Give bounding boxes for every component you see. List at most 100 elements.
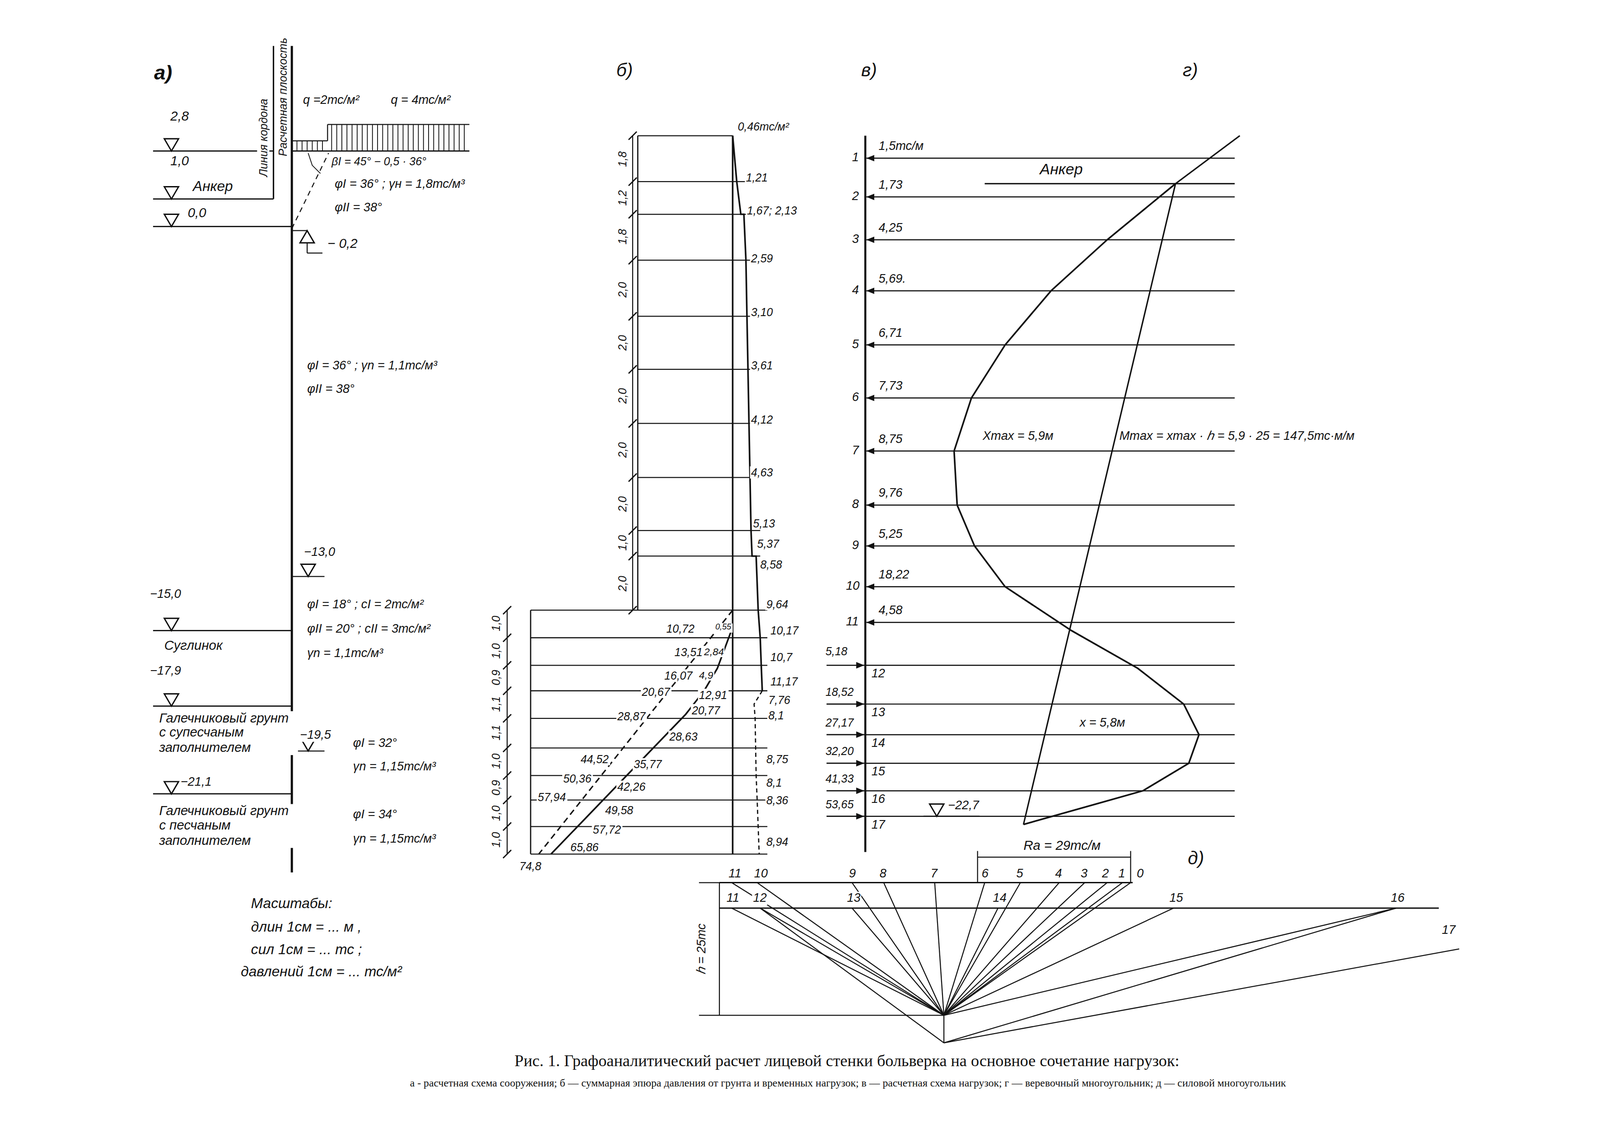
drawing-label: 0 xyxy=(1135,867,1145,882)
drawing-label: 1,73 xyxy=(877,178,904,192)
load-arrow xyxy=(453,124,455,152)
drawing-label: Расчетная плоскость xyxy=(276,36,289,158)
drawing-label: а - расчетная схема сооружения; б — сумм… xyxy=(387,1077,1309,1090)
load-arrow xyxy=(463,124,465,152)
drawing-label: 32,20 xyxy=(824,745,855,758)
dimension-tick xyxy=(503,633,512,642)
grid-line xyxy=(637,135,733,136)
load-arrow xyxy=(387,124,389,152)
dimension-tick xyxy=(628,365,637,374)
drawing-label: 6 xyxy=(980,867,990,882)
drawing-label: 12 xyxy=(870,667,887,682)
grid-line xyxy=(637,476,761,478)
drawing-label: 12 xyxy=(751,891,768,906)
drawing-label: 8,1 xyxy=(767,709,785,722)
grid-line xyxy=(637,555,761,557)
level-line xyxy=(291,230,308,232)
dimension-tick xyxy=(628,177,637,186)
drawing-label: 3 xyxy=(851,232,861,247)
force-ray xyxy=(943,908,1174,1016)
load-arrow xyxy=(296,140,298,152)
drawing-label: −13,0 xyxy=(303,545,336,560)
load-arrow xyxy=(356,124,358,152)
dimension-tick xyxy=(628,209,637,219)
dimension-tick xyxy=(628,473,637,482)
drawing-label: 7,73 xyxy=(877,379,904,394)
load-arrow xyxy=(428,124,430,152)
drawing-label: 1,0 xyxy=(169,153,190,169)
drawing-label: 5 xyxy=(1015,867,1025,882)
drawing-label: −17,9 xyxy=(149,664,182,678)
force-ray xyxy=(934,882,944,1016)
drawing-label: Анкер xyxy=(191,178,234,195)
drawing-label: 1,0 xyxy=(616,534,629,552)
drawing-label: Ra = 29тс/м xyxy=(1022,838,1102,854)
drawing-label: Галечниковый грунт с песчаным заполнител… xyxy=(158,804,299,849)
load-arrow xyxy=(341,124,343,152)
load-arrow xyxy=(331,124,332,152)
dimension-line xyxy=(506,610,508,854)
drawing-label: 16 xyxy=(870,793,887,807)
grid-line xyxy=(637,423,761,425)
load-arrow xyxy=(402,124,404,152)
force-ray xyxy=(760,908,944,1043)
dimension-tick xyxy=(628,606,637,615)
load-arrow xyxy=(412,124,414,152)
drawing-label: 1,0 xyxy=(489,642,503,660)
level-mark xyxy=(164,618,179,631)
drawing-label: x = 5,8м xyxy=(1078,716,1126,730)
dimension-tick xyxy=(628,419,637,428)
load-arrow xyxy=(826,703,865,705)
drawing-label: 9 xyxy=(851,538,861,553)
drawing-label: 53,65 xyxy=(824,797,855,811)
drawing-label: а) xyxy=(153,61,174,84)
drawing-label: г) xyxy=(1181,61,1199,82)
dimension-line xyxy=(632,135,634,611)
load-arrow xyxy=(321,140,323,152)
load-line xyxy=(866,504,1235,506)
drawing-label: 8,75 xyxy=(765,753,790,766)
drawing-label: 5,69. xyxy=(877,272,907,286)
drawing-label: 14 xyxy=(870,736,887,751)
load-arrow xyxy=(423,124,425,152)
drawing-label: 2,0 xyxy=(616,280,629,299)
drawing-label: 5 xyxy=(851,337,861,352)
drawing-label: 2,8 xyxy=(169,109,190,124)
load-top-line xyxy=(326,124,328,141)
drawing-label: 10 xyxy=(844,579,861,593)
drawing-label: 1,0 xyxy=(489,830,503,849)
drawing-label: 16,07 xyxy=(663,669,694,682)
drawing-label: б) xyxy=(615,61,635,82)
drawing-label: φII = 20° ; cII = 3тс/м² xyxy=(306,622,432,636)
force-ray xyxy=(943,908,1396,1043)
dimension-tick xyxy=(628,312,637,321)
load-arrow xyxy=(433,124,434,152)
drawing-label: 3,10 xyxy=(750,306,775,319)
drawing-label: ℎ = 25тс xyxy=(695,922,710,976)
drawing-label: 0,9 xyxy=(489,668,503,687)
dimension-tick xyxy=(503,743,512,752)
drawing-label: 6 xyxy=(851,390,861,405)
level-line xyxy=(153,793,292,795)
dimension-tick xyxy=(628,131,637,140)
drawing-label: 7 xyxy=(851,443,861,458)
load-arrow xyxy=(306,140,308,152)
drawing-label: 3 xyxy=(1079,867,1089,882)
load-arrow xyxy=(443,124,445,152)
drawing-label: γn = 1,15тс/м³ xyxy=(352,832,438,847)
epure-axis xyxy=(732,135,734,855)
load-line xyxy=(866,450,1235,452)
level-line xyxy=(153,705,292,707)
drawing-label: Масштабы: xyxy=(250,895,334,912)
drawing-label: 4,12 xyxy=(750,413,775,426)
load-line xyxy=(866,344,1235,346)
drawing-label: 20,77 xyxy=(690,704,722,717)
drawing-label: 2,0 xyxy=(616,441,629,459)
drawing-label: 2,0 xyxy=(616,387,629,405)
level-line xyxy=(153,225,292,228)
load-line xyxy=(866,239,1235,241)
drawing-label: 50,36 xyxy=(562,772,593,785)
angle-arc xyxy=(307,153,321,174)
dimension-tick xyxy=(503,822,512,831)
